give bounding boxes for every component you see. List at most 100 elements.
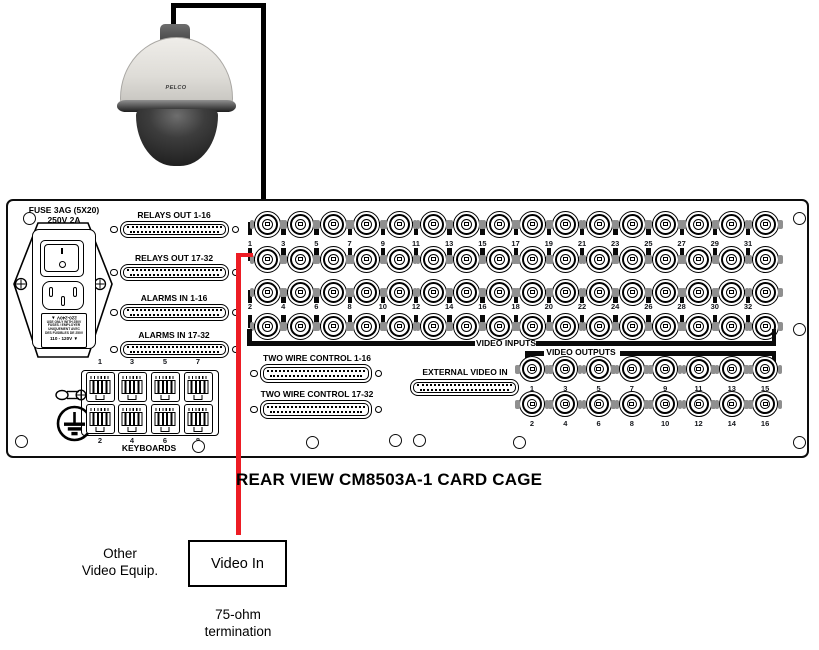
bnc-loop-link: [712, 221, 718, 236]
bnc-bayonet-lug: [382, 287, 387, 297]
input-channel-number: 19: [544, 239, 553, 248]
termination-line2: termination: [204, 624, 272, 639]
input-channel-number: 21: [577, 239, 587, 248]
input-channel-number: 27: [677, 239, 686, 248]
connector-shell: [123, 344, 226, 355]
video-in-label: Video In: [211, 555, 264, 572]
bnc-bayonet-lug: [313, 254, 318, 264]
bnc-bayonet-lug: [382, 254, 387, 264]
bnc-bayonet-lug: [282, 219, 288, 229]
bnc-loop-link: [746, 314, 751, 329]
bnc-center: [394, 286, 406, 298]
bnc-center-slot: [297, 256, 303, 262]
bnc-bayonet-lug: [249, 219, 254, 229]
bnc-loop-link: [613, 221, 618, 236]
bnc-bayonet-lug: [282, 287, 288, 297]
bnc-center: [294, 253, 306, 265]
jack-clip: [160, 426, 170, 432]
bnc-loop-link: [314, 289, 319, 304]
bnc-bayonet-lug: [714, 364, 720, 374]
keyboard-jack: [183, 404, 213, 434]
bnc-bayonet-lug: [448, 219, 454, 229]
bnc-bayonet-lug: [744, 399, 749, 409]
input-channel-number: 23: [611, 239, 620, 248]
bnc-ring: [356, 315, 378, 337]
bnc-bayonet-lug: [714, 287, 719, 297]
bnc-bayonet-lug: [578, 287, 584, 297]
pin-row: [267, 406, 365, 408]
bnc-loop-link: [480, 221, 485, 236]
bnc-ring: [422, 213, 444, 235]
bnc-center: [493, 320, 505, 332]
video-input-bnc: [382, 210, 418, 238]
video-output-bnc: [581, 391, 616, 417]
bnc-center-slot: [596, 221, 602, 227]
video-input-bnc: [548, 245, 584, 273]
bnc-bayonet-lug: [515, 219, 520, 229]
bnc-bayonet-lug: [280, 321, 285, 331]
keyboards-label: KEYBOARDS: [121, 443, 177, 453]
alarms-in-1-16: [120, 304, 229, 321]
panel-screw-hole: [388, 433, 402, 447]
bnc-center: [726, 218, 738, 230]
bnc-bayonet-lug: [412, 254, 418, 264]
bnc-ring: [455, 281, 477, 303]
bnc-ring: [755, 394, 776, 414]
video-input-bnc: [515, 210, 551, 238]
output-channel-number: 3: [563, 384, 568, 393]
bnc-bayonet-lug: [349, 254, 354, 264]
rocker-switch-icon: [40, 240, 84, 277]
video-input-bnc: [349, 278, 385, 306]
bnc-bayonet-lug: [681, 219, 686, 229]
bnc-center-slot: [330, 323, 336, 329]
bnc-bayonet-lug: [645, 254, 650, 264]
bnc-center-slot: [430, 323, 436, 329]
bnc-bayonet-lug: [512, 287, 517, 297]
bnc-ring: [422, 281, 444, 303]
bnc-loop-link: [480, 289, 485, 304]
bnc-center-slot: [563, 289, 569, 295]
bnc-ring: [588, 213, 610, 235]
bnc-center: [294, 286, 306, 298]
video-input-bnc: [315, 245, 351, 273]
bnc-center: [759, 320, 771, 332]
bnc-center: [560, 286, 572, 298]
bnc-bayonet-lug: [644, 364, 649, 374]
bnc-bayonet-lug: [548, 254, 553, 264]
bnc-center-slot: [729, 289, 735, 295]
bnc-bayonet-lug: [747, 254, 752, 264]
bnc-center-slot: [662, 221, 668, 227]
video-output-bnc: [648, 391, 683, 417]
bnc-ring: [654, 213, 676, 235]
bnc-ring: [621, 281, 643, 303]
bnc-bayonet-lug: [711, 219, 717, 229]
connector-shell: [263, 367, 369, 380]
panel-screw-hole: [412, 433, 426, 447]
bnc-bayonet-lug: [681, 399, 686, 409]
jack-contacts: [90, 375, 110, 379]
input-channel-number: 16: [478, 302, 487, 311]
keyboard-port-number: 5: [162, 357, 168, 366]
bnc-center-slot: [563, 221, 569, 227]
bnc-ring: [289, 248, 311, 270]
bnc-bayonet-lug: [777, 399, 783, 409]
bnc-ring: [621, 213, 643, 235]
input-channel-number: 30: [710, 302, 719, 311]
bnc-bayonet-lug: [346, 321, 351, 331]
bnc-ring: [654, 281, 676, 303]
bnc-ring: [289, 315, 311, 337]
bnc-center-slot: [629, 323, 635, 329]
bnc-center-slot: [596, 256, 602, 262]
input-channel-number: 9: [380, 239, 385, 248]
bnc-bayonet-lug: [748, 399, 753, 409]
input-channel-number: 11: [412, 239, 420, 248]
bnc-center-slot: [762, 401, 768, 407]
bnc-center-slot: [696, 323, 702, 329]
bnc-center: [659, 253, 671, 265]
video-input-bnc: [515, 278, 551, 306]
bnc-bayonet-lug: [512, 321, 517, 331]
bnc-ring: [621, 394, 642, 414]
connector-label: EXTERNAL VIDEO IN: [422, 367, 508, 377]
relays-out-1-16: [120, 221, 229, 238]
bnc-bayonet-lug: [614, 254, 620, 264]
